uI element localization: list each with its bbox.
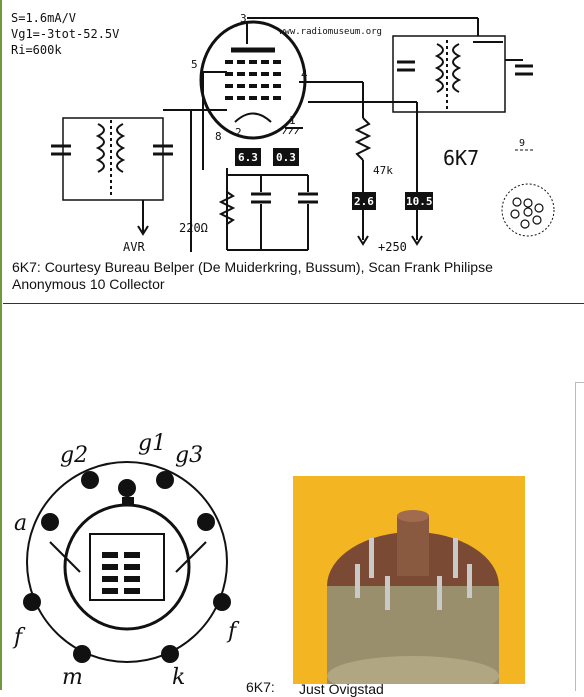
pin-diagram-svg: g2 g1 g3 a f f m k [12, 431, 240, 690]
spec-transconductance: S=1.6mA/V [11, 11, 76, 25]
caption-line-2: Anonymous 10 Collector [12, 276, 165, 292]
caption-line-1: 6K7: Courtesy Bureau Belper (De Muiderkr… [12, 259, 493, 275]
resistor-220-label: 220Ω [179, 221, 208, 235]
tube-photo-svg [327, 510, 499, 684]
socket-pin-9-label: 9 [519, 138, 525, 149]
circuit-schematic: S=1.6mA/V Vg1=-3tot-52.5V Ri=600k www.ra… [11, 11, 555, 254]
pin-m-label: m [62, 665, 83, 690]
screen-current-box: 2.6 [354, 195, 374, 208]
heater-voltage-box: 6.3 [238, 151, 258, 164]
avr-label: AVR [123, 240, 145, 254]
tube-type-label: 6K7 [443, 146, 479, 170]
supply-voltage-label: +250 [378, 240, 407, 254]
spec-plate-resistance: Ri=600k [11, 43, 62, 57]
tube-photo[interactable] [293, 476, 525, 684]
photo-caption-text: Just Ovigstad [299, 681, 384, 697]
pin-g2-label: g2 [60, 443, 88, 468]
pin-label-3: 3 [240, 12, 247, 25]
radiomuseum-watermark: www.radiomuseum.org [279, 27, 382, 37]
pin-label-8: 8 [215, 130, 222, 143]
pin-label-4: 4 [301, 68, 308, 81]
section-divider [3, 303, 584, 304]
pin-diagram-image[interactable]: g2 g1 g3 a f f m k [10, 422, 244, 690]
pin-label-5: 5 [191, 58, 198, 71]
photo-caption-prefix: 6K7: [246, 679, 275, 695]
right-edge-frame [575, 382, 584, 691]
pin-g1-label: g1 [138, 431, 166, 456]
pin-a-label: a [14, 511, 27, 536]
pin-f-left-label: f [12, 625, 26, 650]
pin-g3-label: g3 [175, 443, 203, 468]
spec-grid-voltage: Vg1=-3tot-52.5V [11, 27, 119, 41]
pin-f-right-label: f [226, 619, 240, 644]
heater-current-box: 0.3 [276, 151, 296, 164]
left-accent-bar [0, 0, 2, 690]
pin-label-2: 2 [235, 126, 242, 139]
image-caption: 6K7: Courtesy Bureau Belper (De Muiderkr… [12, 259, 584, 293]
schematic-panel: S=1.6mA/V Vg1=-3tot-52.5V Ri=600k www.ra… [3, 0, 584, 300]
pin-label-1: 1 [289, 114, 296, 127]
resistor-47k-label: 47k [373, 164, 393, 177]
plate-current-box: 10.5 [406, 195, 433, 208]
pin-k-label: k [172, 665, 185, 690]
gallery-panel: g2 g1 g3 a f f m k [3, 305, 584, 697]
